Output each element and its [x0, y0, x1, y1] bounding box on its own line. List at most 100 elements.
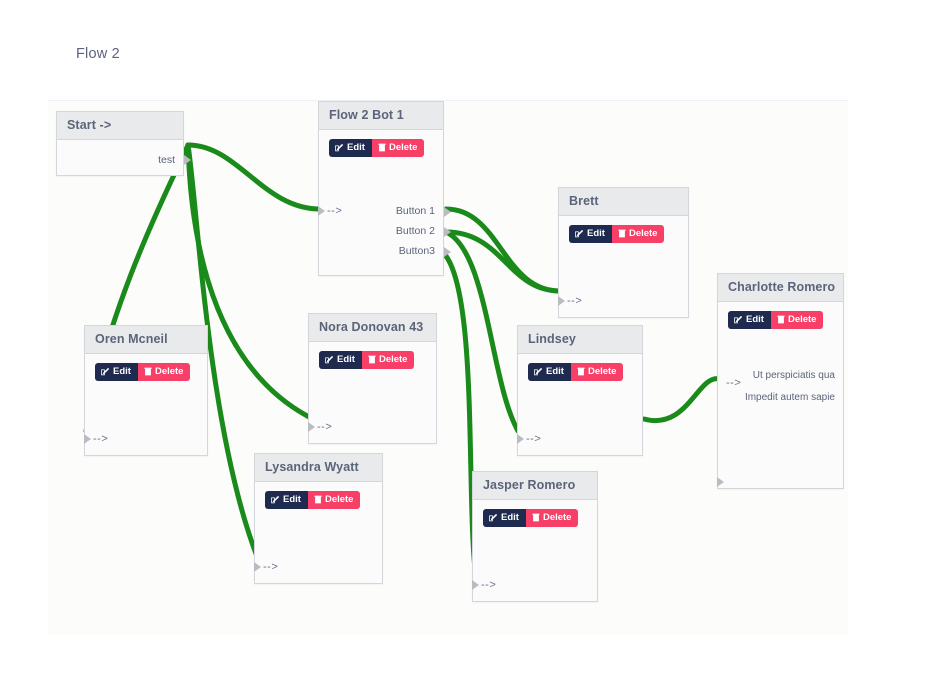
trash-icon	[777, 316, 785, 324]
edit-button-label: Edit	[546, 366, 564, 377]
node-charlotte-title: Charlotte Romero	[718, 274, 843, 302]
port-row-in[interactable]: -->	[558, 291, 688, 311]
node-oren-mcneil[interactable]: Oren Mcneil Edit	[84, 325, 208, 456]
node-jasper-body: Edit Delete -->	[472, 500, 597, 595]
pencil-icon	[734, 316, 743, 324]
edit-button-label: Edit	[337, 354, 355, 365]
node-flow2bot1-input-label: -->	[327, 204, 343, 217]
edit-button[interactable]: Edit	[483, 509, 526, 527]
delete-button[interactable]: Delete	[611, 225, 665, 243]
edit-button-label: Edit	[587, 228, 605, 239]
port-row-in[interactable]: -->	[84, 429, 207, 449]
node-lysandra-ports: -->	[254, 557, 382, 577]
node-nora-actions: Edit Delete	[309, 342, 436, 369]
port-row-in[interactable]: -->	[517, 429, 642, 449]
edit-button[interactable]: Edit	[528, 363, 571, 381]
edge-button2-to-brett	[443, 229, 563, 294]
node-lindsey[interactable]: Lindsey Edit De	[517, 325, 643, 456]
edit-button[interactable]: Edit	[329, 139, 372, 157]
node-oren-input-label: -->	[93, 432, 109, 445]
delete-button[interactable]: Delete	[371, 139, 425, 157]
node-oren-ports: -->	[84, 429, 207, 449]
node-jasper-romero[interactable]: Jasper Romero Edit	[472, 471, 598, 602]
trash-icon	[577, 368, 585, 376]
port-row-in[interactable]: -->	[254, 557, 382, 577]
node-charlotte-body: Edit Delete --> U	[717, 302, 843, 487]
node-brett-title: Brett	[559, 188, 688, 216]
delete-button[interactable]: Delete	[307, 491, 361, 509]
node-charlotte-input-label: -->	[726, 376, 742, 389]
node-brett[interactable]: Brett Edit Dele	[558, 187, 689, 318]
node-nora-body: Edit Delete -->	[308, 342, 436, 437]
node-lysandra-wyatt[interactable]: Lysandra Wyatt Edit	[254, 453, 383, 584]
input-port-marker-icon	[254, 561, 261, 572]
node-flow2bot1[interactable]: Flow 2 Bot 1 Edit	[318, 101, 451, 276]
port-row-button2[interactable]: Button 2	[319, 221, 451, 241]
node-charlotte-ports: -->	[717, 376, 843, 487]
node-charlotte-romero[interactable]: Charlotte Romero Edit	[717, 273, 844, 489]
node-flow2bot1-actions: Edit Delete	[319, 130, 443, 157]
port-row-button3[interactable]: Button3	[319, 241, 451, 261]
pencil-icon	[325, 356, 334, 364]
delete-button[interactable]: Delete	[770, 311, 824, 329]
pencil-icon	[101, 368, 110, 376]
port-row-button1[interactable]: --> Button 1	[318, 201, 451, 221]
node-lindsey-actions: Edit Delete	[518, 354, 642, 381]
edit-button-label: Edit	[113, 366, 131, 377]
trash-icon	[368, 356, 376, 364]
input-port-marker-icon	[472, 579, 479, 590]
node-lysandra-body: Edit Delete -->	[254, 482, 382, 577]
trash-icon	[532, 514, 540, 522]
edit-button[interactable]: Edit	[265, 491, 308, 509]
delete-button-label: Delete	[154, 366, 184, 377]
port-row-in[interactable]: -->	[308, 417, 436, 437]
trash-icon	[314, 496, 322, 504]
edit-button[interactable]: Edit	[319, 351, 362, 369]
trash-icon	[618, 230, 626, 238]
delete-button[interactable]: Delete	[525, 509, 579, 527]
node-lindsey-input-label: -->	[526, 432, 542, 445]
node-oren-actions: Edit Delete	[85, 354, 207, 381]
input-port-marker-icon	[517, 433, 524, 444]
output-label-button3: Button3	[398, 244, 435, 257]
delete-button-label: Delete	[787, 314, 817, 325]
node-flow2bot1-title: Flow 2 Bot 1	[319, 102, 443, 130]
port-row-in[interactable]: -->	[717, 376, 843, 487]
edit-button[interactable]: Edit	[728, 311, 771, 329]
output-label-button2: Button 2	[395, 224, 435, 237]
node-charlotte-actions: Edit Delete	[718, 302, 843, 329]
output-port-marker-icon	[444, 246, 451, 257]
edit-button[interactable]: Edit	[95, 363, 138, 381]
delete-button[interactable]: Delete	[361, 351, 415, 369]
node-nora-input-label: -->	[317, 420, 333, 433]
pencil-icon	[489, 514, 498, 522]
node-jasper-input-label: -->	[481, 578, 497, 591]
delete-button[interactable]: Delete	[137, 363, 191, 381]
page-title: Flow 2	[76, 46, 120, 62]
node-start[interactable]: Start -> test	[56, 111, 191, 176]
node-start-title: Start ->	[57, 112, 183, 140]
node-flow2bot1-ports: --> Button 1 Button 2 Button3	[318, 201, 451, 261]
input-port-marker-icon	[308, 421, 315, 432]
edge-button1-to-brett	[443, 206, 563, 294]
flow-canvas[interactable]: Start -> test Flow 2 Bot 1 Edi	[48, 101, 848, 635]
input-port-marker-icon	[84, 433, 91, 444]
port-row-in[interactable]: -->	[472, 575, 597, 595]
output-port-marker-icon	[184, 155, 191, 165]
node-brett-body: Edit Delete -->	[558, 216, 688, 311]
node-nora-ports: -->	[308, 417, 436, 437]
node-nora-donovan[interactable]: Nora Donovan 43 Edit	[308, 313, 437, 444]
port-out-test[interactable]: test	[57, 150, 191, 170]
input-port-marker-icon	[558, 295, 565, 306]
edit-button-label: Edit	[347, 142, 365, 153]
edit-button[interactable]: Edit	[569, 225, 612, 243]
pencil-icon	[575, 230, 584, 238]
pencil-icon	[335, 144, 344, 152]
delete-button[interactable]: Delete	[570, 363, 624, 381]
delete-button-label: Delete	[378, 354, 408, 365]
output-port-marker-icon	[444, 206, 451, 217]
delete-button-label: Delete	[542, 512, 572, 523]
edit-button-label: Edit	[501, 512, 519, 523]
node-lindsey-body: Edit Delete -->	[517, 354, 642, 449]
